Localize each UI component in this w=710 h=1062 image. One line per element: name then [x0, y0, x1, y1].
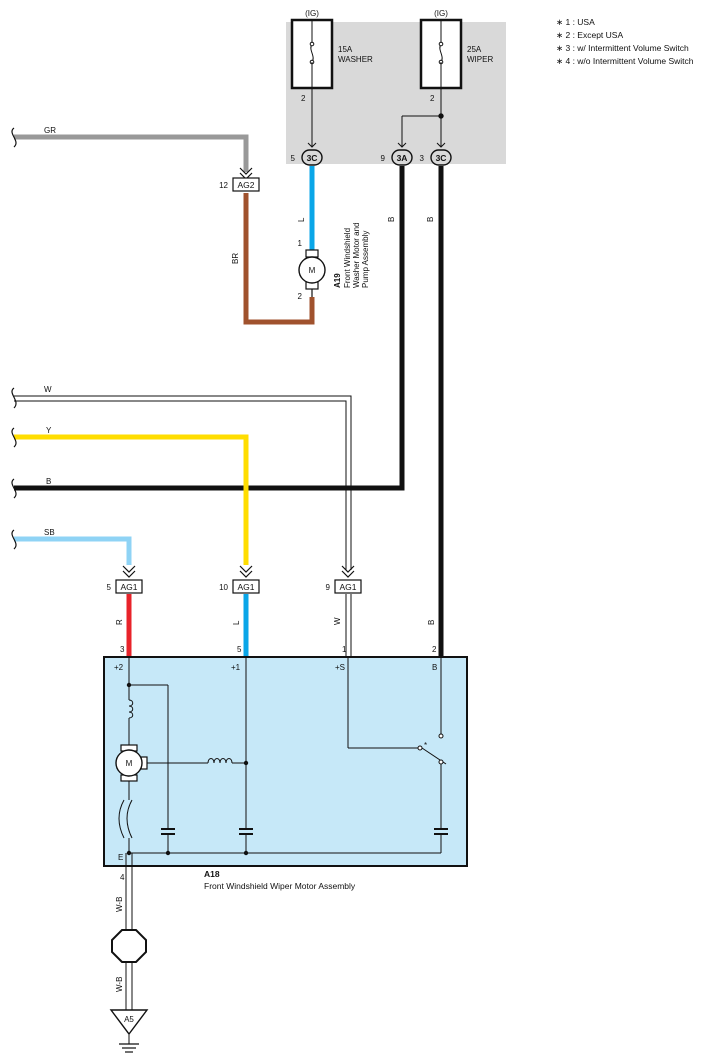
connector-ag1-sb-label: AG1 — [120, 582, 137, 592]
connector-3c-wiper-label: 3C — [436, 153, 447, 163]
washer-motor-symbol — [298, 256, 326, 284]
connector-3a: 3A 9 — [381, 149, 413, 166]
wire-label-wb-lower: W-B — [115, 977, 124, 992]
connector-chevrons — [122, 167, 355, 578]
terminal-pin-3: 3 — [120, 645, 125, 654]
connector-ag2-label: AG2 — [237, 180, 254, 190]
terminal-pin-5: 5 — [237, 645, 242, 654]
note-usa: ∗ 1 : USA — [556, 17, 595, 27]
wire-label-wb-upper: W-B — [115, 897, 124, 912]
ground-wire — [125, 866, 133, 1044]
washer-motor-name-3: Pump Assembly — [361, 231, 370, 288]
connector-3c-washer-pin: 5 — [291, 154, 296, 163]
switch-mark: * — [424, 741, 427, 750]
washer-motor-name-2: Washer Motor and — [352, 222, 361, 288]
connector-ag1-sb: AG1 5 — [107, 579, 143, 594]
terminal-label-plus1: +1 — [231, 663, 241, 672]
fuse-washer-name: WASHER — [338, 55, 373, 64]
wire-label-b-motor: B — [427, 620, 436, 625]
washer-motor-m: M — [309, 266, 316, 275]
wiper-motor-m: M — [126, 759, 133, 768]
connector-3c-wiper-pin: 3 — [420, 154, 425, 163]
connector-ag2: AG2 12 — [219, 177, 260, 192]
terminal-label-plus-s: +S — [335, 663, 345, 672]
wire-w-motor — [345, 594, 352, 657]
ground-a5: A5 — [109, 1009, 149, 1053]
terminal-label-e: E — [118, 853, 123, 862]
wire-br — [243, 193, 315, 325]
splice-point — [111, 929, 147, 963]
connector-3c-wiper: 3C 3 — [420, 149, 452, 166]
connector-ag2-pin: 12 — [219, 181, 228, 190]
connector-3a-label: 3A — [397, 153, 408, 163]
connector-3c-washer: 3C 5 — [291, 149, 323, 166]
connector-ag1-w-label: AG1 — [339, 582, 356, 592]
washer-motor-pin-top: 1 — [298, 239, 303, 248]
wire-label-br: BR — [231, 253, 240, 264]
wire-label-r: R — [115, 619, 124, 625]
note-with-volume-switch: ∗ 3 : w/ Intermittent Volume Switch — [556, 43, 689, 53]
wire-label-b-3a: B — [387, 217, 396, 222]
wire-break-marks — [11, 127, 17, 550]
note-except-usa: ∗ 2 : Except USA — [556, 30, 623, 40]
ground-label: A5 — [124, 1015, 134, 1024]
terminal-label-b: B — [432, 663, 437, 672]
wiper-motor-assembly: 3 +2 5 +1 1 +S 2 B E 4 — [103, 645, 468, 891]
wire-label-sb: SB — [44, 528, 55, 537]
wire-label-w-motor: W — [333, 617, 342, 625]
wire-label-w: W — [44, 385, 52, 394]
washer-motor: M 1 2 A19 Front Windshield Washer Motor … — [298, 222, 370, 301]
wiper-motor-id: A18 — [204, 869, 220, 879]
wire-sb — [14, 536, 132, 565]
wire-y — [14, 434, 249, 565]
terminal-pin-1: 1 — [342, 645, 347, 654]
fuse-wiper-name: WIPER — [467, 55, 493, 64]
fuse-washer-amp: 15A — [338, 45, 353, 54]
washer-motor-pin-bottom: 2 — [298, 292, 303, 301]
note-without-volume-switch: ∗ 4 : w/o Intermittent Volume Switch — [556, 56, 694, 66]
connector-ag1-sb-pin: 5 — [107, 583, 112, 592]
fuse-washer: (IG) 15A WASHER 2 — [290, 9, 373, 103]
fuse-wiper-supply: (IG) — [434, 9, 448, 18]
wire-label-l-washer: L — [297, 217, 306, 222]
terminal-label-plus2: +2 — [114, 663, 124, 672]
wire-label-y: Y — [46, 426, 52, 435]
fuse-washer-pin: 2 — [301, 94, 306, 103]
terminal-pin-2: 2 — [432, 645, 437, 654]
wire-b-3a — [14, 166, 405, 491]
junction-internal-wiring — [307, 88, 446, 148]
wires — [14, 134, 444, 657]
fuse-wiper-amp: 25A — [467, 45, 482, 54]
wiper-motor-name: Front Windshield Wiper Motor Assembly — [204, 881, 356, 891]
fuse-washer-supply: (IG) — [305, 9, 319, 18]
washer-motor-id: A19 — [333, 273, 342, 288]
connector-3a-pin: 9 — [381, 154, 386, 163]
wire-label-l-motor: L — [232, 620, 241, 625]
connector-ag1-w-pin: 9 — [326, 583, 331, 592]
connector-ag1-w: AG1 9 — [326, 579, 362, 594]
terminal-pin-4: 4 — [120, 873, 125, 882]
notes: ∗ 1 : USA ∗ 2 : Except USA ∗ 3 : w/ Inte… — [556, 17, 694, 66]
fuse-wiper-pin: 2 — [430, 94, 435, 103]
wire-label-gr: GR — [44, 126, 56, 135]
wire-labels: GR W Y B SB BR L B B R L W B W-B W-B — [44, 126, 436, 992]
connector-3c-washer-label: 3C — [307, 153, 318, 163]
washer-motor-name-1: Front Windshield — [343, 228, 352, 288]
wire-w — [14, 395, 352, 570]
connector-ag1-y-label: AG1 — [237, 582, 254, 592]
wiper-motor-symbol — [115, 749, 143, 777]
wire-label-b-left: B — [46, 477, 51, 486]
wire-gr — [14, 134, 249, 172]
connector-ag1-y-pin: 10 — [219, 583, 228, 592]
fuse-wiper: (IG) 25A WIPER 2 — [419, 9, 493, 103]
connector-ag1-y: AG1 10 — [219, 579, 260, 594]
wire-label-b-3c: B — [426, 217, 435, 222]
